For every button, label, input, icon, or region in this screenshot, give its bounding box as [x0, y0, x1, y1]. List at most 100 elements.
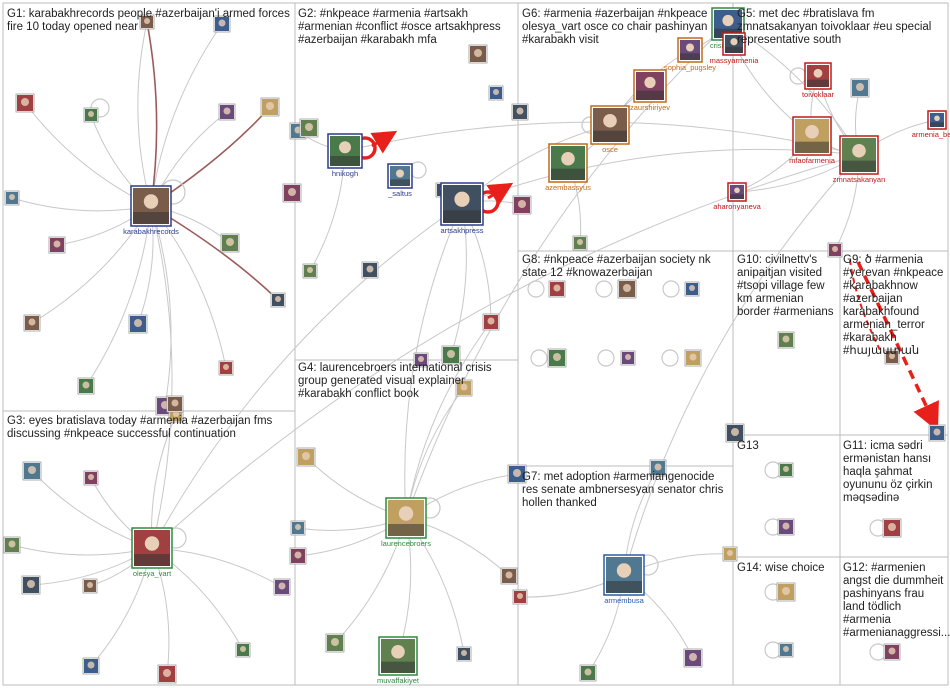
graph-node[interactable]: [617, 279, 637, 299]
graph-node[interactable]: [620, 350, 636, 366]
graph-node[interactable]: [572, 235, 588, 251]
graph-node[interactable]: [325, 633, 345, 653]
graph-node[interactable]: [289, 547, 307, 565]
node-sophia-pugsley[interactable]: sophia_pugsley: [664, 37, 716, 72]
node-toivoklaar[interactable]: toivoklaar: [802, 62, 835, 99]
node--saltus[interactable]: _saltus: [387, 163, 413, 198]
graph-node[interactable]: [290, 520, 306, 536]
graph-node[interactable]: [220, 233, 240, 253]
graph-node[interactable]: [270, 292, 286, 308]
graph-node[interactable]: [139, 14, 155, 30]
self-loop: [764, 461, 782, 479]
graph-node[interactable]: [48, 236, 66, 254]
graph-node[interactable]: [455, 379, 473, 397]
graph-node[interactable]: [128, 314, 148, 334]
graph-node[interactable]: [649, 459, 667, 477]
node-olesya-vart[interactable]: olesya_vart: [131, 527, 173, 578]
graph-node[interactable]: [722, 546, 738, 562]
node-muvaffakiyet[interactable]: muvaffakiyet: [377, 636, 420, 685]
node-label: mfaofarmenia: [789, 156, 836, 165]
node-aharonyaneva[interactable]: aharonyaneva: [713, 182, 762, 211]
graph-node[interactable]: [361, 261, 379, 279]
group-title-g5: G5: met dec #bratislava fm zmnatsakanyan…: [737, 8, 932, 46]
graph-node[interactable]: [928, 424, 946, 442]
graph-node[interactable]: [684, 349, 702, 367]
node-massyarmenia[interactable]: massyarmenia: [710, 32, 760, 65]
node-label: laurencebroers: [381, 539, 431, 548]
graph-node[interactable]: [77, 377, 95, 395]
graph-node[interactable]: [512, 589, 528, 605]
node-label: artsakhpress: [441, 226, 484, 235]
graph-node[interactable]: [83, 107, 99, 123]
node-label: _saltus: [387, 189, 412, 198]
graph-node[interactable]: [777, 518, 795, 536]
graph-node[interactable]: [850, 78, 870, 98]
node-label: massyarmenia: [710, 56, 760, 65]
graph-node[interactable]: [83, 470, 99, 486]
graph-node[interactable]: [500, 567, 518, 585]
graph-node[interactable]: [302, 263, 318, 279]
graph-node[interactable]: [725, 423, 745, 443]
node-hnikogh[interactable]: hnikogh: [327, 133, 363, 178]
graph-node[interactable]: [299, 118, 319, 138]
node-azembassyus[interactable]: azembassyus: [545, 143, 591, 192]
node-zmnatsakanyan[interactable]: zmnatsakanyan: [833, 135, 886, 184]
node-armembusa[interactable]: armembusa: [603, 554, 645, 605]
graph-node[interactable]: [507, 464, 527, 484]
node-label: toivoklaar: [802, 90, 835, 99]
graph-node[interactable]: [778, 642, 794, 658]
graph-node[interactable]: [441, 345, 461, 365]
node-label: armenia_better: [912, 130, 950, 139]
graph-node[interactable]: [777, 331, 795, 349]
node-laurencebroers[interactable]: laurencebroers: [381, 497, 431, 548]
graph-node[interactable]: [21, 575, 41, 595]
graph-node[interactable]: [218, 360, 234, 376]
graph-node[interactable]: [511, 103, 529, 121]
graph-node[interactable]: [512, 195, 532, 215]
graph-node[interactable]: [282, 183, 302, 203]
graph-node[interactable]: [15, 93, 35, 113]
graph-node[interactable]: [4, 190, 20, 206]
graph-node[interactable]: [684, 281, 700, 297]
graph-node[interactable]: [683, 648, 703, 668]
node-label: hnikogh: [332, 169, 358, 178]
graph-node[interactable]: [82, 578, 98, 594]
node-label: zaurshiriyev: [630, 103, 670, 112]
graph-node[interactable]: [413, 352, 429, 368]
node-artsakhpress[interactable]: artsakhpress: [440, 182, 484, 235]
node-label: armembusa: [604, 596, 644, 605]
graph-node[interactable]: [468, 44, 488, 64]
graph-node[interactable]: [488, 85, 504, 101]
node-mfaofarmenia[interactable]: mfaofarmenia: [789, 116, 836, 165]
panel-g14: [732, 556, 841, 686]
graph-node[interactable]: [456, 646, 472, 662]
graph-node[interactable]: [157, 664, 177, 684]
node-zaurshiriyev[interactable]: zaurshiriyev: [630, 69, 670, 112]
graph-node[interactable]: [218, 103, 236, 121]
graph-node[interactable]: [82, 657, 100, 675]
graph-node[interactable]: [273, 578, 291, 596]
graph-node[interactable]: [22, 461, 42, 481]
graph-node[interactable]: [882, 518, 902, 538]
graph-node[interactable]: [827, 242, 843, 258]
graph-node[interactable]: [548, 280, 566, 298]
node-osce[interactable]: osce: [590, 105, 630, 154]
graph-node[interactable]: [260, 97, 280, 117]
graph-node[interactable]: [547, 348, 567, 368]
graph-node[interactable]: [579, 664, 597, 682]
graph-node[interactable]: [883, 643, 901, 661]
graph-node[interactable]: [166, 395, 184, 413]
node-karabakhrecords[interactable]: karabakhrecords: [123, 185, 179, 236]
graph-node[interactable]: [482, 313, 500, 331]
graph-node[interactable]: [778, 462, 794, 478]
graph-node[interactable]: [3, 536, 21, 554]
graph-node[interactable]: [884, 349, 900, 365]
graph-node[interactable]: [23, 314, 41, 332]
graph-node[interactable]: [776, 582, 796, 602]
graph-node[interactable]: [296, 447, 316, 467]
graph-node[interactable]: [235, 642, 251, 658]
graph-node[interactable]: [213, 15, 231, 33]
node-armenia-better[interactable]: armenia_better: [912, 110, 950, 139]
self-loop: [527, 280, 545, 298]
